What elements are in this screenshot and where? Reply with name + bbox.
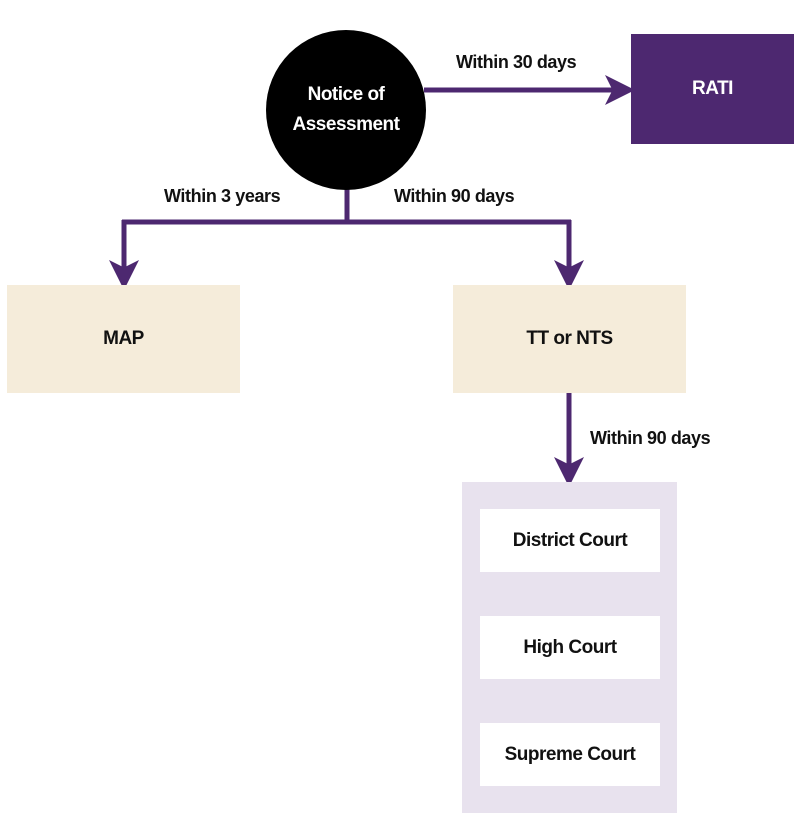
notice-line1: Notice of [307, 84, 385, 105]
notice-of-assessment-node: Notice of Assessment [266, 30, 426, 190]
courts-panel: District Court High Court Supreme Court [462, 482, 677, 813]
tribunal-node: TT or NTS [453, 285, 686, 393]
high-court-node: High Court [480, 616, 660, 679]
notice-line2: Assessment [292, 114, 400, 135]
label-to-tribunal: Within 90 days [394, 186, 515, 206]
district-court-node: District Court [480, 509, 660, 572]
supreme-court-node: Supreme Court [480, 723, 660, 786]
label-to-courts: Within 90 days [590, 428, 711, 448]
label-to-map: Within 3 years [164, 186, 281, 206]
rati-node: RATI [631, 34, 794, 144]
label-to-rati: Within 30 days [456, 52, 577, 72]
map-node: MAP [7, 285, 240, 393]
